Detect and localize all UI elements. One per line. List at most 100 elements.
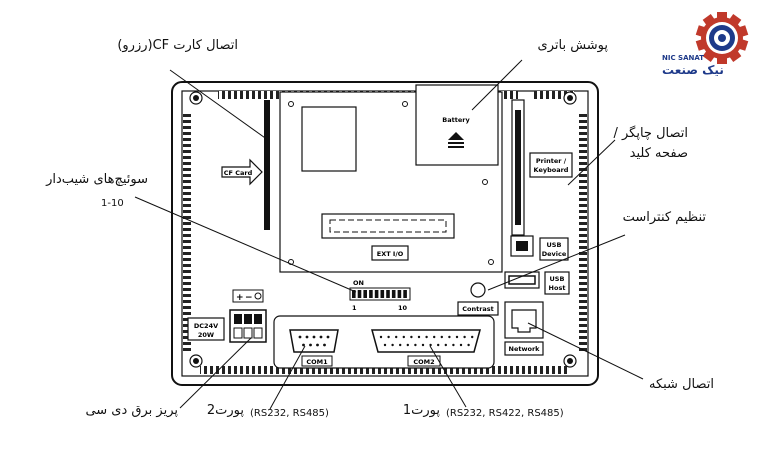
dip-toggles [352, 290, 407, 298]
callout-com1-port: پورت2 [206, 403, 244, 418]
logo-brand-latin: NIC SANAT [662, 54, 705, 62]
nic-sanat-logo: NIC SANAT نیک صنعت [662, 8, 762, 88]
dip-last-label: 10 [398, 304, 408, 312]
cf-card-arrow-icon [221, 158, 263, 186]
callout-com2-port: پورت1 [402, 403, 440, 418]
battery-label: Battery [442, 116, 470, 124]
callout-dc-socket: پریز برق دی سی [85, 403, 178, 418]
dip-first-label: 1 [352, 304, 357, 312]
usb-device-label-2: Device [542, 250, 567, 258]
com1-pin [298, 335, 302, 339]
com2-pin [448, 335, 451, 339]
com1-label-box [301, 355, 333, 367]
com1-pin [302, 343, 305, 347]
keyboard-label: Keyboard [534, 166, 569, 174]
com2-pin [410, 335, 413, 339]
power-polarity-icon: + − [232, 289, 264, 303]
usb-device-label-box [539, 237, 569, 261]
dip-toggle [357, 290, 362, 298]
contrast-label: Contrast [462, 305, 494, 313]
com1-pin [323, 343, 326, 347]
com2-pin [463, 335, 466, 339]
dip-toggle [352, 290, 356, 298]
ext-io-connector [321, 213, 455, 239]
com2-pin [421, 343, 425, 347]
com2-pin [406, 343, 409, 347]
eject-icon [448, 132, 464, 140]
com2-pin [433, 335, 436, 339]
module-window [301, 106, 357, 172]
com2-pin [425, 335, 428, 339]
contrast-knob-icon [470, 282, 486, 298]
cf-card-slot [264, 100, 270, 230]
callout-network: اتصال شبکه [648, 377, 714, 392]
ext-io-label-box [371, 245, 409, 261]
com1-pin [326, 335, 330, 339]
com2-label: COM2 [413, 358, 434, 366]
screw-icon-bottom-right [563, 354, 577, 368]
cf-card-label: CF Card [224, 169, 253, 177]
usb-host-port [504, 271, 540, 289]
usb-host-label-2: Host [549, 284, 566, 292]
printer-label: Printer / [536, 157, 567, 165]
com2-pin [455, 335, 459, 339]
com2-pin [379, 335, 383, 339]
com2-pin [440, 335, 443, 339]
callout-dip-switches: سوئیچ‌های شیب‌دار [46, 172, 148, 187]
svg-text:+: + [236, 293, 244, 303]
dc-terminal-block [229, 309, 267, 343]
usb-device-label-1: USB [547, 241, 562, 249]
gear-logo-icon [695, 12, 749, 64]
callout-dip-switches-range: 1-10 [101, 198, 124, 209]
dc-label-box [187, 317, 225, 341]
com2-pin [402, 335, 405, 339]
callout-cf-card: اتصال کارت CF(رزرو) [117, 38, 238, 53]
com2-pin [391, 343, 394, 347]
com2-pin [459, 343, 463, 347]
com2-connector [371, 329, 481, 353]
dip-toggle [374, 290, 379, 298]
network-label-box [504, 341, 544, 356]
callout-com1-protocols: (RS232, RS485) [250, 408, 329, 419]
dip-toggle [386, 290, 390, 298]
com1-pin [309, 343, 312, 347]
ext-io-label: EXT I/O [377, 250, 404, 258]
com1-pin [305, 335, 309, 339]
rj45-icon [511, 309, 537, 333]
dip-toggle [380, 290, 385, 298]
bottom-ridge [200, 366, 570, 374]
com2-label-box [407, 355, 441, 367]
dip-toggle [397, 290, 402, 298]
screw-icon-bottom-left [189, 354, 203, 368]
dc-label-2: 20W [198, 331, 214, 339]
printer-keyboard-label-box [529, 152, 573, 178]
usb-host-label-1: USB [550, 275, 565, 283]
screw-icon-top-right [563, 91, 577, 105]
callout-contrast: تنظیم کنتراست [622, 210, 706, 225]
right-ridge [579, 112, 587, 352]
dip-on-label: ON [353, 279, 364, 287]
com2-pin [399, 343, 402, 347]
dip-toggle [403, 290, 407, 298]
dc-label-1: DC24V [194, 322, 218, 330]
callout-battery-cover: پوشش باتری [537, 38, 608, 53]
svg-text:−: − [245, 293, 253, 303]
logo-brand-persian: نیک صنعت [662, 63, 724, 77]
callout-printer-keyboard-2: صفحه کلید [629, 146, 688, 161]
com2-pin [395, 335, 398, 339]
leader-lines [134, 59, 644, 410]
com1-pin [312, 335, 316, 339]
dip-toggle [369, 290, 373, 298]
com1-pin [316, 343, 319, 347]
com2-pin [471, 335, 474, 339]
com2-pin [452, 343, 455, 347]
com2-pin [444, 343, 447, 347]
com1-connector [289, 329, 339, 353]
dip-toggle [391, 290, 396, 298]
com1-pin [319, 335, 323, 339]
contrast-label-box [457, 301, 499, 316]
com2-pin [383, 343, 387, 347]
callout-printer-keyboard: اتصال چاپگر / [613, 126, 688, 141]
com2-pin [467, 343, 470, 347]
